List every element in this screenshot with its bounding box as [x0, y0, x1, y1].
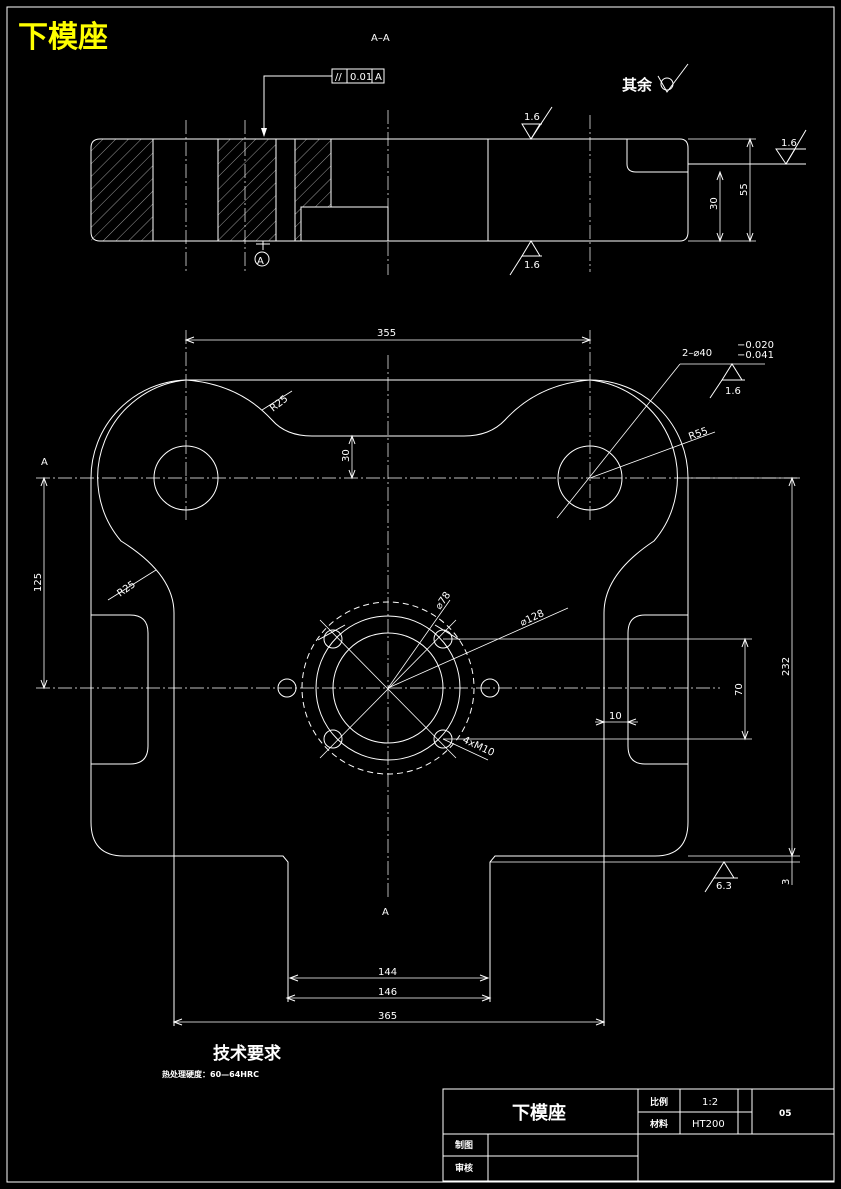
title-material-value: HT200	[692, 1119, 725, 1130]
title-checked-label: 审核	[455, 1162, 473, 1174]
top-notch	[185, 379, 591, 437]
roughness-check-icon	[657, 63, 689, 93]
title-drawn-label: 制图	[455, 1139, 473, 1151]
tolerance-frame: // 0.01 A	[261, 68, 385, 137]
title-scale-value: 1:2	[702, 1097, 718, 1108]
title-scale-label: 比例	[650, 1096, 668, 1108]
tech-requirements-heading: 技术要求	[213, 1043, 281, 1064]
section-step	[626, 139, 688, 173]
tolerance-value: 0.01	[350, 72, 372, 83]
section-outline	[90, 138, 689, 242]
plan-dim-30: 30	[341, 449, 352, 462]
plan-roughness-bottom: 6.3	[716, 881, 732, 892]
datum-circle-icon	[254, 251, 270, 267]
hole-roughness: 1.6	[725, 386, 741, 397]
m10-hole-1	[323, 629, 343, 649]
datum-label: A	[257, 256, 264, 267]
r25-top: R25	[268, 394, 290, 415]
m10-hole-3	[323, 729, 343, 749]
section-label: A–A	[371, 33, 390, 44]
section-mark-bottom: A	[382, 907, 389, 918]
dim-146: 146	[378, 987, 397, 998]
roughness-note: 其余	[622, 63, 689, 94]
section-dim-30: 30	[709, 197, 720, 210]
section-hatch-left	[91, 139, 153, 241]
title-block: 下模座 比例 1:2 材料 HT200 05 制图 审核	[442, 1088, 835, 1182]
section-view: A 1.6 1.6 1.6 30 55	[90, 106, 807, 276]
dim-70: 70	[734, 683, 745, 696]
r25-side: R25	[115, 579, 137, 599]
right-slot	[627, 614, 688, 765]
dim-125: 125	[33, 573, 44, 592]
roughness-note-text: 其余	[622, 76, 653, 94]
dim-355: 355	[377, 328, 396, 339]
plan-view: 355 2–⌀40 −0.020 −0.041 1.6 R25 R55 30 A…	[33, 328, 800, 1026]
section-dim-55: 55	[739, 183, 750, 196]
tolerance-symbol: //	[335, 72, 342, 83]
dim-10: 10	[609, 711, 622, 722]
hole-tol-lower: −0.041	[737, 350, 774, 361]
section-roughness-top: 1.6	[524, 112, 540, 123]
r55: R55	[687, 426, 709, 443]
dim-365: 365	[378, 1011, 397, 1022]
tech-requirements-line1: 热处理硬度：60—64HRC	[162, 1069, 259, 1079]
title-material-label: 材料	[649, 1118, 668, 1130]
drawing-title: 下模座	[18, 20, 108, 55]
dia-128: ⌀128	[519, 608, 546, 629]
tolerance-datum: A	[375, 72, 382, 83]
dim-232: 232	[781, 657, 792, 676]
section-roughness-right: 1.6	[781, 138, 797, 149]
hole-tol-upper: −0.020	[737, 340, 774, 351]
title-part-name: 下模座	[512, 1102, 566, 1124]
plan-outline-right	[186, 379, 678, 1026]
section-hatch-right	[295, 139, 331, 207]
section-roughness-bottom: 1.6	[524, 260, 540, 271]
plan-outline-left	[97, 379, 187, 1026]
section-mark-left: A	[41, 457, 48, 468]
title-drawing-number: 05	[779, 1109, 792, 1119]
dim-3: 3	[781, 879, 792, 885]
section-hatch-mid	[218, 139, 276, 241]
left-slot	[91, 614, 149, 765]
sheet-border	[6, 6, 835, 1183]
hole-callout: 2–⌀40	[682, 348, 712, 359]
dim-144: 144	[378, 967, 397, 978]
dia-78: ⌀78	[433, 590, 453, 612]
